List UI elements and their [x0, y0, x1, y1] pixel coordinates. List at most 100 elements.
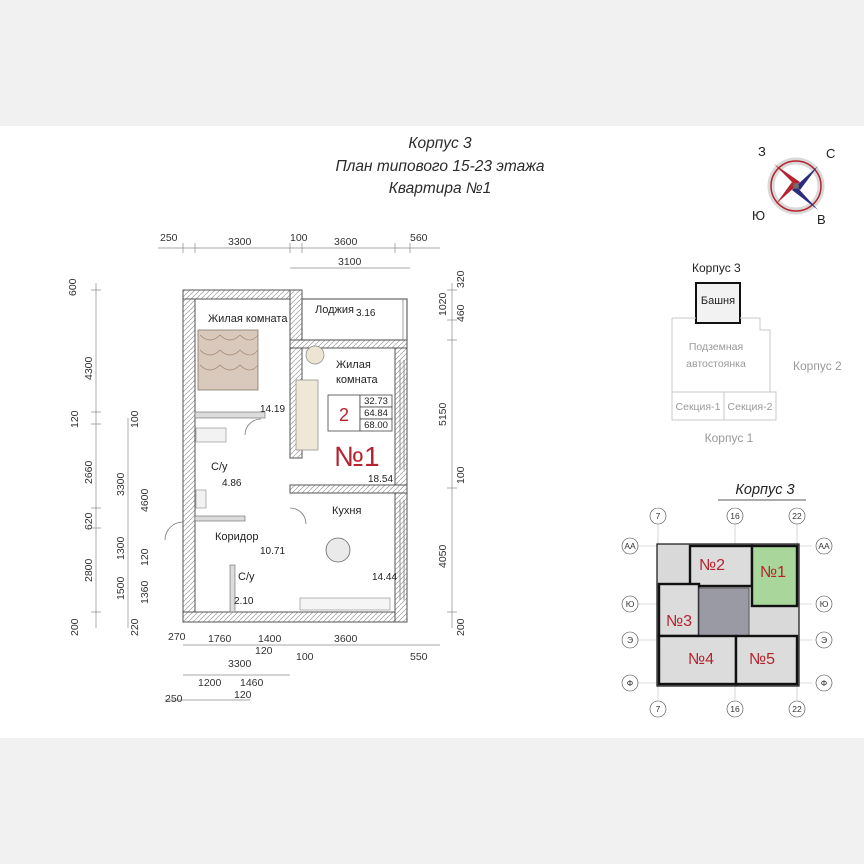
title-floor-plan: План типового 15-23 этажа: [335, 158, 545, 175]
apt-1-zone: [750, 544, 799, 608]
axis-label: Ф: [821, 678, 827, 688]
compass-arrow-ne: [796, 166, 818, 190]
dim-text: 120: [255, 645, 273, 657]
dim-text: 200: [69, 618, 81, 636]
parking-outline: [671, 317, 771, 393]
dim-text: 2660: [83, 460, 95, 484]
room-name-corridor: Коридор: [215, 531, 258, 543]
room-name-bedroom: Жилая комната: [208, 313, 288, 325]
dim-text: 250: [165, 693, 183, 705]
dim-text: 560: [410, 232, 428, 244]
room-labels: Жилая комната 14.19 Лоджия 3.16 Жилая ко…: [208, 304, 397, 607]
apt-4-label: №4: [688, 651, 714, 668]
furniture: [195, 329, 391, 611]
compass-arrow-sw: [776, 182, 796, 204]
area-with-loggia: 68.00: [364, 420, 388, 431]
sofa: [295, 379, 319, 451]
axis-label: 22: [792, 511, 802, 521]
axis-label: Ю: [820, 599, 829, 609]
dining-table: [325, 537, 351, 563]
axis-label: Э: [821, 635, 827, 645]
rooms-count: 2: [339, 405, 349, 425]
dim-text: 600: [67, 278, 79, 296]
dim-text: 4050: [437, 544, 449, 568]
section2-block: [723, 391, 777, 421]
dim-text: 4300: [83, 356, 95, 380]
compass-rose: С В Ю З: [752, 144, 835, 227]
dim-text: 3600: [334, 633, 358, 645]
dim-text: 460: [455, 304, 467, 322]
core-zone: [698, 587, 750, 637]
apartment-summary: 2 32.73 64.84 68.00 №1: [327, 394, 393, 472]
dim-text: 1460: [240, 677, 264, 689]
title-building: Корпус 3: [408, 135, 472, 152]
axis-label: АА: [818, 541, 830, 551]
dim-text: 1020: [437, 292, 449, 316]
site-key-plan: Корпус 3 Башня Подземная автостоянка Кор…: [671, 261, 842, 445]
dim-text: 3100: [338, 256, 362, 268]
dim-text: 3300: [115, 472, 127, 496]
axis-bubbles: [621, 507, 833, 718]
dim-text: 4600: [139, 488, 151, 512]
dims-left: 600 4300 120 2660 620 2800 200 100 3300 …: [67, 278, 151, 636]
room-area-loggia: 3.16: [356, 308, 376, 319]
dims-bottom: 270 1760 1400 3600 550 120 100 3300 250 …: [165, 631, 428, 705]
apt-5-label: №5: [749, 651, 775, 668]
axis-label: 7: [656, 511, 661, 521]
dim-text: 120: [139, 548, 151, 566]
compass-south-label: Ю: [752, 208, 765, 223]
area-total: 64.84: [364, 408, 388, 419]
compass-center: [793, 183, 799, 189]
room-area-corridor: 10.71: [260, 546, 285, 557]
dim-text: 2800: [83, 558, 95, 582]
axis-label: Ю: [626, 599, 635, 609]
axis-label: Ф: [627, 678, 633, 688]
axis-label: Э: [627, 635, 633, 645]
armchair: [305, 345, 325, 365]
room-area-living: 18.54: [368, 474, 393, 485]
dim-text: 620: [83, 512, 95, 530]
parking-label-2: автостоянка: [686, 358, 746, 370]
apt-5-zone: [734, 634, 799, 686]
dim-text: 3300: [228, 658, 252, 670]
dim-text: 200: [455, 618, 467, 636]
room-name-living-1: Жилая: [336, 359, 371, 371]
room-name-bathroom: С/у: [211, 461, 228, 473]
room-name-kitchen: Кухня: [332, 505, 361, 517]
dim-text: 100: [455, 466, 467, 484]
room-area-kitchen: 14.44: [372, 572, 397, 583]
kitchen-counter: [299, 597, 391, 611]
dim-text: 5150: [437, 402, 449, 426]
dim-text: 100: [296, 651, 314, 663]
dim-text: 120: [234, 689, 252, 701]
apt-4-zone: [657, 634, 738, 686]
dim-text: 100: [290, 232, 308, 244]
dim-text: 1200: [198, 677, 222, 689]
dim-text: 1300: [115, 536, 127, 560]
apartment-numbers: №1 №2 №3 №4 №5: [666, 557, 786, 668]
compass-west-label: З: [758, 144, 766, 159]
dim-text: 250: [160, 232, 178, 244]
apartment-number: №1: [334, 441, 380, 472]
keyplan-korpus3-label: Корпус 3: [692, 261, 741, 275]
room-area-bathroom: 4.86: [222, 478, 242, 489]
dim-text: 100: [129, 410, 141, 428]
axis-label: 16: [730, 704, 740, 714]
compass-arrow-se: [792, 186, 818, 210]
apt-2-label: №2: [699, 557, 725, 574]
axis-label: 22: [792, 704, 802, 714]
dim-text: 3300: [228, 236, 252, 248]
compass-east-label: В: [817, 212, 826, 227]
room-name-wc: С/у: [238, 571, 255, 583]
dim-text: 320: [455, 270, 467, 288]
keyplan-korpus1-label: Корпус 1: [705, 431, 754, 445]
apt-1-label: №1: [760, 564, 786, 581]
dimension-lines: [91, 243, 457, 701]
dim-text: 3600: [334, 236, 358, 248]
axis-label: АА: [624, 541, 636, 551]
dim-text: 1400: [258, 633, 282, 645]
compass-north-label: С: [826, 146, 835, 161]
room-name-loggia: Лоджия: [315, 304, 354, 316]
apt-2-zone: [688, 544, 754, 588]
section2-label: Секция-2: [728, 401, 773, 413]
